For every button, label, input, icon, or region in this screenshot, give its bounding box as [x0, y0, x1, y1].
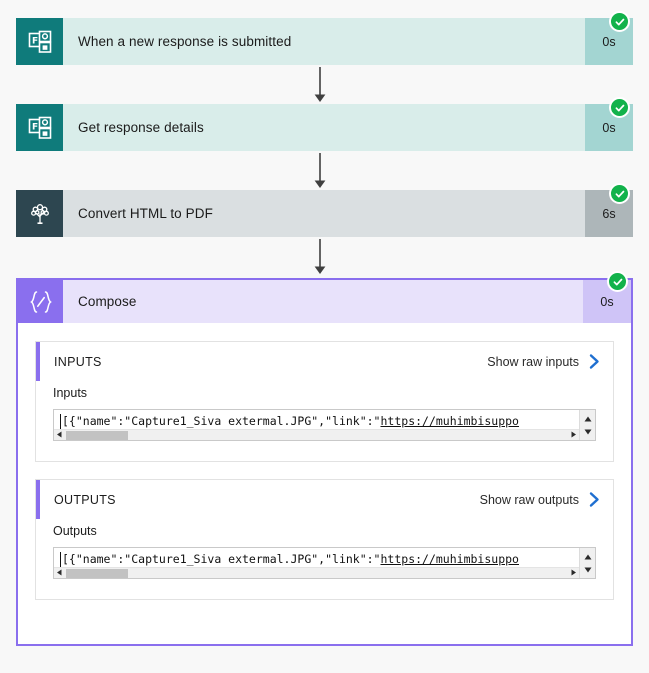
connector-arrow	[313, 67, 327, 104]
connector-arrow	[313, 239, 327, 276]
scroll-up-arrow-icon[interactable]	[580, 411, 595, 426]
flow-node-title: Compose	[63, 280, 583, 323]
flow-node-title: Get response details	[63, 104, 585, 151]
inputs-header-label: INPUTS	[54, 354, 102, 369]
flow-node-title: Convert HTML to PDF	[63, 190, 585, 237]
inputs-horizontal-scrollbar[interactable]	[54, 429, 579, 440]
flow-node-get-response-details[interactable]: F Get response details 0s	[16, 104, 633, 151]
scroll-left-arrow-icon[interactable]	[54, 429, 65, 440]
outputs-header-label: OUTPUTS	[54, 492, 116, 507]
inputs-panel-header: INPUTS Show raw inputs	[36, 342, 613, 381]
inputs-value-url: https://muhimbisuppo	[380, 414, 519, 428]
flow-node-convert-html-to-pdf[interactable]: Convert HTML to PDF 6s	[16, 190, 633, 237]
outputs-value-prefix: [{"name":"Capture1_Siva extermal.JPG","l…	[62, 552, 381, 566]
flow-node-when-a-new-response-is-submitted[interactable]: F When a new response is submitted 0s	[16, 18, 633, 65]
chevron-right-icon[interactable]	[588, 353, 601, 370]
scroll-left-arrow-icon[interactable]	[54, 567, 65, 578]
inputs-value-text: [{"name":"Capture1_Siva extermal.JPG","l…	[62, 414, 573, 429]
show-raw-outputs-link[interactable]: Show raw outputs	[479, 492, 579, 507]
inputs-value-prefix: [{"name":"Capture1_Siva extermal.JPG","l…	[62, 414, 381, 428]
outputs-field-label: Outputs	[53, 524, 97, 538]
compose-body: INPUTS Show raw inputs Inputs [{"name":"…	[18, 323, 631, 600]
scroll-down-arrow-icon[interactable]	[580, 562, 595, 577]
scroll-up-arrow-icon[interactable]	[580, 549, 595, 564]
status-badge-succeeded	[607, 271, 628, 292]
text-caret	[60, 552, 61, 567]
inputs-vertical-scrollbar[interactable]	[579, 410, 595, 440]
text-caret	[60, 414, 61, 429]
svg-text:F: F	[32, 36, 38, 46]
outputs-value-text: [{"name":"Capture1_Siva extermal.JPG","l…	[62, 552, 573, 567]
scroll-right-arrow-icon[interactable]	[568, 429, 579, 440]
outputs-panel-body: Outputs [{"name":"Capture1_Siva extermal…	[36, 519, 613, 599]
scrollbar-thumb[interactable]	[66, 569, 128, 578]
outputs-vertical-scrollbar[interactable]	[579, 548, 595, 578]
svg-text:F: F	[32, 122, 38, 132]
muhimbi-tree-icon	[16, 190, 63, 237]
scroll-right-arrow-icon[interactable]	[568, 567, 579, 578]
compose-braces-icon	[18, 280, 63, 323]
status-badge-succeeded	[609, 183, 630, 204]
outputs-panel: OUTPUTS Show raw outputs Outputs [{"name…	[35, 479, 614, 600]
inputs-value-box[interactable]: [{"name":"Capture1_Siva extermal.JPG","l…	[53, 409, 596, 441]
flow-node-compose-header[interactable]: Compose 0s	[18, 280, 631, 323]
chevron-right-icon[interactable]	[588, 491, 601, 508]
outputs-value-url: https://muhimbisuppo	[380, 552, 519, 566]
outputs-panel-header: OUTPUTS Show raw outputs	[36, 480, 613, 519]
flow-node-compose-card: Compose 0s INPUTS Show raw inputs Inputs	[16, 278, 633, 646]
inputs-panel: INPUTS Show raw inputs Inputs [{"name":"…	[35, 341, 614, 462]
inputs-panel-body: Inputs [{"name":"Capture1_Siva extermal.…	[36, 381, 613, 461]
outputs-value-box[interactable]: [{"name":"Capture1_Siva extermal.JPG","l…	[53, 547, 596, 579]
microsoft-forms-icon: F	[16, 104, 63, 151]
outputs-horizontal-scrollbar[interactable]	[54, 567, 579, 578]
show-raw-inputs-link[interactable]: Show raw inputs	[487, 354, 579, 369]
scroll-down-arrow-icon[interactable]	[580, 424, 595, 439]
status-badge-succeeded	[609, 97, 630, 118]
status-badge-succeeded	[609, 11, 630, 32]
scrollbar-thumb[interactable]	[66, 431, 128, 440]
flow-node-title: When a new response is submitted	[63, 18, 585, 65]
inputs-field-label: Inputs	[53, 386, 88, 400]
microsoft-forms-icon: F	[16, 18, 63, 65]
connector-arrow	[313, 153, 327, 190]
